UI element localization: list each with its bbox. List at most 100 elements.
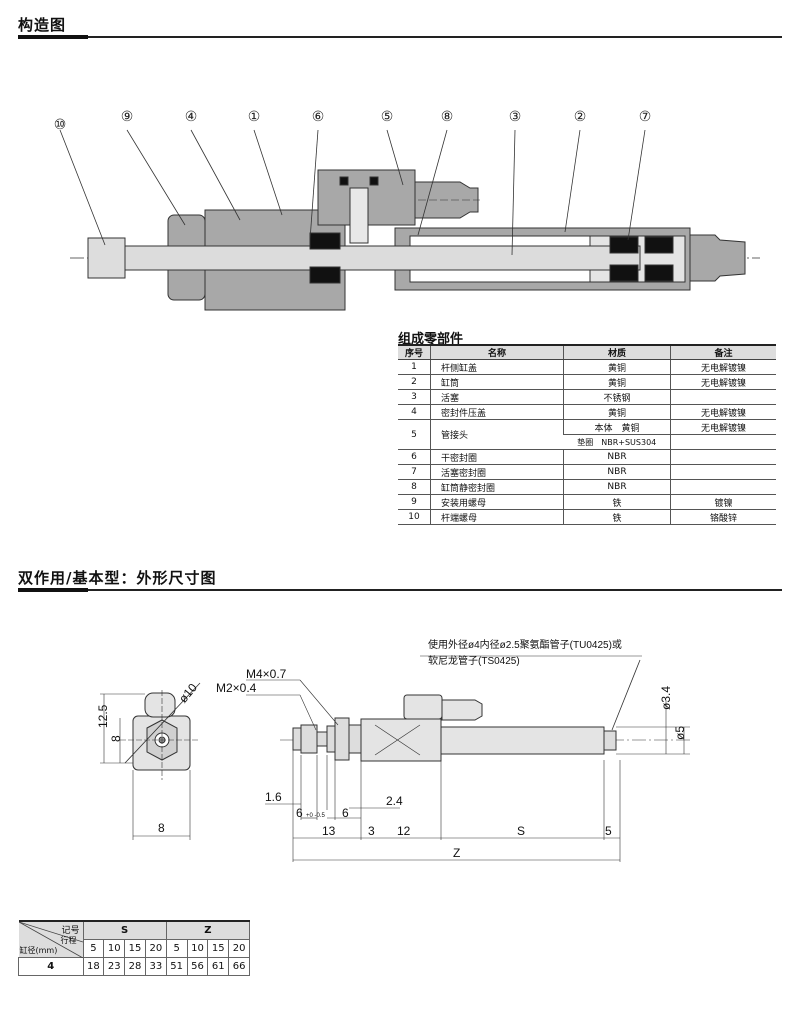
dimension-value: 51 <box>165 957 188 976</box>
callout-4: ④ <box>185 108 198 124</box>
part-note: 无电解镀镍 <box>670 404 776 420</box>
dim-5: 5 <box>605 824 612 838</box>
dimension-value: 56 <box>186 957 209 976</box>
dim-z: Z <box>453 846 460 860</box>
table-corner-header: 记号 行程 缸径(mm) <box>18 920 84 958</box>
part-note <box>670 479 776 495</box>
part-material: NBR <box>563 464 671 480</box>
part-note: 镀镍 <box>670 494 776 510</box>
height-12-5-label: 12.5 <box>96 704 110 728</box>
part-number: 3 <box>398 389 431 405</box>
dim-tolerance: +0 -0.5 <box>306 813 326 819</box>
dia-5-label: ø5 <box>673 726 687 740</box>
dim-2-4: 2.4 <box>386 794 403 808</box>
tube-note-line1: 使用外径ø4内径ø2.5聚氨酯管子(TU0425)或 <box>428 638 622 651</box>
callout-1: ① <box>248 108 261 124</box>
stroke-value: 15 <box>207 939 230 958</box>
part-note: 无电解镀镍 <box>670 359 776 375</box>
dimension-value: 23 <box>103 957 126 976</box>
part-note <box>670 389 776 405</box>
structure-diagram <box>59 129 760 311</box>
stroke-value: 20 <box>144 939 167 958</box>
section-divider <box>18 35 782 39</box>
callout-9: ⑨ <box>121 108 134 124</box>
dim-1-6: 1.6 <box>265 790 282 804</box>
part-material: 本体 黄铜 <box>563 419 671 435</box>
structure-section-title: 构造图 <box>18 16 67 34</box>
dimension-value: 28 <box>124 957 146 976</box>
dimension-section-title: 双作用/基本型：外形尺寸图 <box>18 569 217 587</box>
callout-3: ③ <box>509 108 522 124</box>
part-note: 无电解镀镍 <box>670 374 776 390</box>
group-header-z: Z <box>165 920 251 940</box>
section-divider <box>18 588 782 592</box>
stroke-value: 15 <box>124 939 146 958</box>
parts-table-title: 组成零部件 <box>398 332 464 347</box>
callout-2: ② <box>574 108 587 124</box>
part-name: 活塞密封圈 <box>430 464 564 480</box>
part-material: 不锈钢 <box>563 389 671 405</box>
callout-7: ⑦ <box>639 108 652 124</box>
thread-body-label: M4×0.7 <box>246 667 287 681</box>
dia-3-4-label: ø3.4 <box>659 686 673 710</box>
col-header-note: 备注 <box>670 344 776 360</box>
part-note: 铬酸锌 <box>670 509 776 525</box>
dim-13: 13 <box>322 824 336 838</box>
part-material: 黄铜 <box>563 374 671 390</box>
part-name: 缸筒静密封圈 <box>430 479 564 495</box>
part-number: 6 <box>398 449 431 465</box>
stroke-label: 行程 <box>60 936 77 945</box>
callout-8: ⑧ <box>441 108 454 124</box>
part-number: 5 <box>398 419 431 450</box>
part-name: 杆端螺母 <box>430 509 564 525</box>
part-material: NBR <box>563 479 671 495</box>
dimension-value: 18 <box>82 957 105 976</box>
part-number: 10 <box>398 509 431 525</box>
stroke-value: 5 <box>82 939 105 958</box>
part-material: 黄铜 <box>563 404 671 420</box>
part-name: 管接头 <box>430 419 564 450</box>
dimension-value: 66 <box>228 957 250 976</box>
col-label: 记号 <box>61 926 80 936</box>
part-number: 1 <box>398 359 431 375</box>
part-number: 8 <box>398 479 431 495</box>
part-note <box>670 434 776 450</box>
part-name: 杆侧缸盖 <box>430 359 564 375</box>
dim-6a: 6 <box>296 806 303 820</box>
part-number: 7 <box>398 464 431 480</box>
col-header-no: 序号 <box>398 344 431 360</box>
callout-labels: ⑩ ⑨ ④ ① ⑥ ⑤ ⑧ ③ ② ⑦ <box>54 108 652 132</box>
part-material: 铁 <box>563 509 671 525</box>
group-header-s: S <box>82 920 167 940</box>
callout-10: ⑩ <box>54 116 67 132</box>
part-number: 2 <box>398 374 431 390</box>
stroke-value: 20 <box>228 939 250 958</box>
part-note <box>670 449 776 465</box>
part-note <box>670 464 776 480</box>
stroke-value: 10 <box>103 939 126 958</box>
dim-12: 12 <box>397 824 411 838</box>
bore-value: 4 <box>18 957 84 976</box>
dim-3: 3 <box>368 824 375 838</box>
dim-s: S <box>517 824 525 838</box>
width-8-label: 8 <box>158 821 165 835</box>
table-row: 垫圈 NBR+SUS304 <box>398 434 776 450</box>
col-header-material: 材质 <box>563 344 671 360</box>
dim-6b: 6 <box>342 806 349 820</box>
part-note: 无电解镀镍 <box>670 419 776 435</box>
bore-label: 缸径(mm) <box>19 946 58 955</box>
height-8-label: 8 <box>109 735 123 742</box>
part-material: 垫圈 NBR+SUS304 <box>563 434 671 450</box>
part-material: 铁 <box>563 494 671 510</box>
col-header-name: 名称 <box>430 344 564 360</box>
